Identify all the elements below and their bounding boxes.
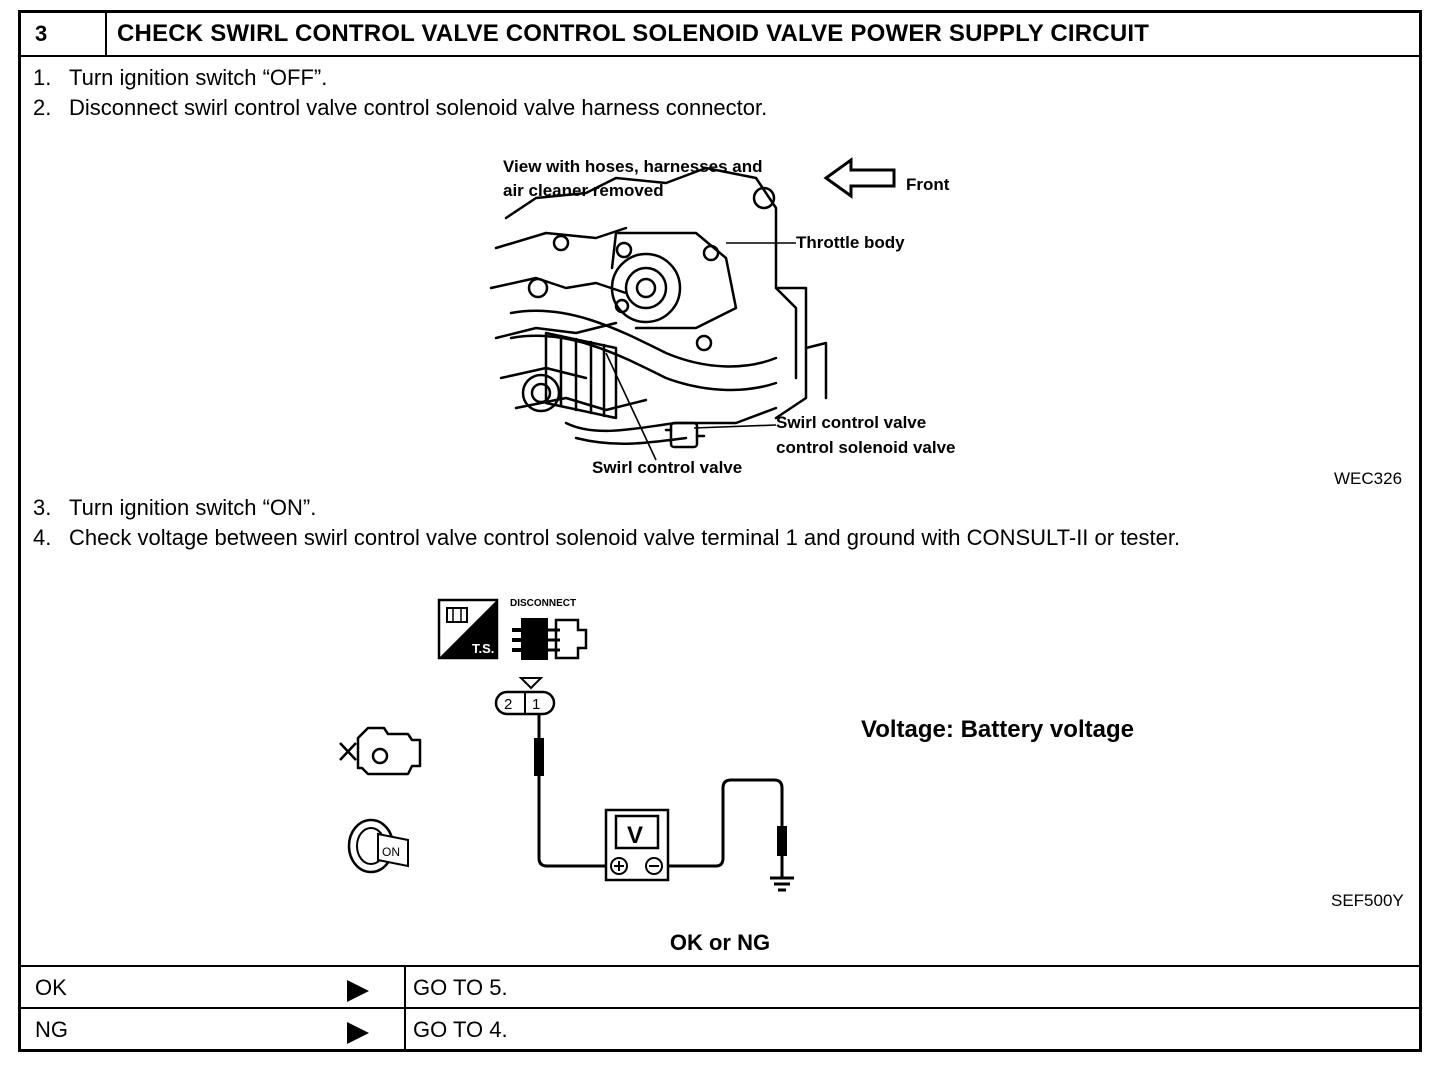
solenoid-valve-label-line-1: Swirl control valve (776, 413, 927, 432)
result-ok-label: OK (35, 975, 67, 1000)
disconnect-label: DISCONNECT (510, 598, 576, 609)
test-step-icon: T.S. (437, 598, 499, 660)
step-4-number: 4. (33, 525, 52, 550)
voltmeter-label: V (627, 822, 643, 849)
step-number: 3 (21, 13, 107, 55)
instruction-step-4: 4. Check voltage between swirl control va… (33, 525, 1180, 551)
view-note-line-1: View with hoses, harnesses and (503, 157, 763, 176)
throttle-body-label: Throttle body (796, 233, 905, 252)
result-row-ng: NG GO TO 4. (21, 1007, 1419, 1049)
figure-code-sef500y: SEF500Y (1331, 891, 1404, 910)
key-on-label: ON (382, 845, 400, 859)
terminal-1-label: 1 (532, 696, 540, 713)
procedure-title: CHECK SWIRL CONTROL VALVE CONTROL SOLENO… (117, 20, 1150, 47)
inspection-procedure-box: 3 CHECK SWIRL CONTROL VALVE CONTROL SOLE… (18, 10, 1422, 1052)
step-4-text: Check voltage between swirl control valv… (69, 525, 1181, 550)
procedure-header: 3 CHECK SWIRL CONTROL VALVE CONTROL SOLE… (21, 13, 1419, 57)
result-ng-label: NG (35, 1017, 68, 1042)
voltage-specification: Voltage: Battery voltage (861, 716, 1134, 743)
figure-code-wec326: WEC326 (1334, 469, 1403, 488)
result-row-ok: OK GO TO 5. (21, 965, 1419, 1007)
front-label: Front (906, 175, 950, 194)
component-location-figure: View with hoses, harnesses and air clean… (476, 138, 996, 483)
ts-label: T.S. (472, 641, 494, 656)
instruction-step-1: 1. Turn ignition switch “OFF”. (33, 65, 327, 91)
instruction-step-3: 3. Turn ignition switch “ON”. (33, 495, 316, 521)
voltage-check-drawing: T.S. DISCONNECT 2 1 (339, 598, 794, 892)
solenoid-valve-label-line-2: control solenoid valve (776, 438, 956, 457)
step-3-number: 3. (33, 495, 52, 520)
ignition-key-icon: ON (347, 818, 409, 874)
arrow-right-icon (347, 1022, 369, 1044)
voltage-check-figure: T.S. DISCONNECT 2 1 (316, 588, 836, 893)
disconnect-icon: DISCONNECT (510, 598, 588, 660)
view-note-line-2: air cleaner removed (503, 181, 664, 200)
column-divider (404, 967, 406, 1007)
column-divider (404, 1009, 406, 1049)
voltmeter: V (604, 808, 670, 882)
step-2-number: 2. (33, 95, 52, 120)
swirl-valve-label: Swirl control valve (592, 458, 743, 477)
decision-heading: OK or NG (669, 930, 771, 955)
step-3-text: Turn ignition switch “ON”. (69, 495, 317, 520)
terminal-2-label: 2 (504, 696, 512, 713)
result-ok-action: GO TO 5. (413, 975, 508, 1000)
step-1-number: 1. (33, 65, 52, 90)
instruction-step-2: 2. Disconnect swirl control valve control… (33, 95, 767, 121)
engine-drawing (489, 157, 896, 461)
arrow-right-icon (347, 980, 369, 1002)
step-1-text: Turn ignition switch “OFF”. (69, 65, 328, 90)
harness-connector: 2 1 (494, 677, 556, 716)
result-ng-action: GO TO 4. (413, 1017, 508, 1042)
engine-icon (339, 726, 422, 776)
step-2-text: Disconnect swirl control valve control s… (69, 95, 768, 120)
